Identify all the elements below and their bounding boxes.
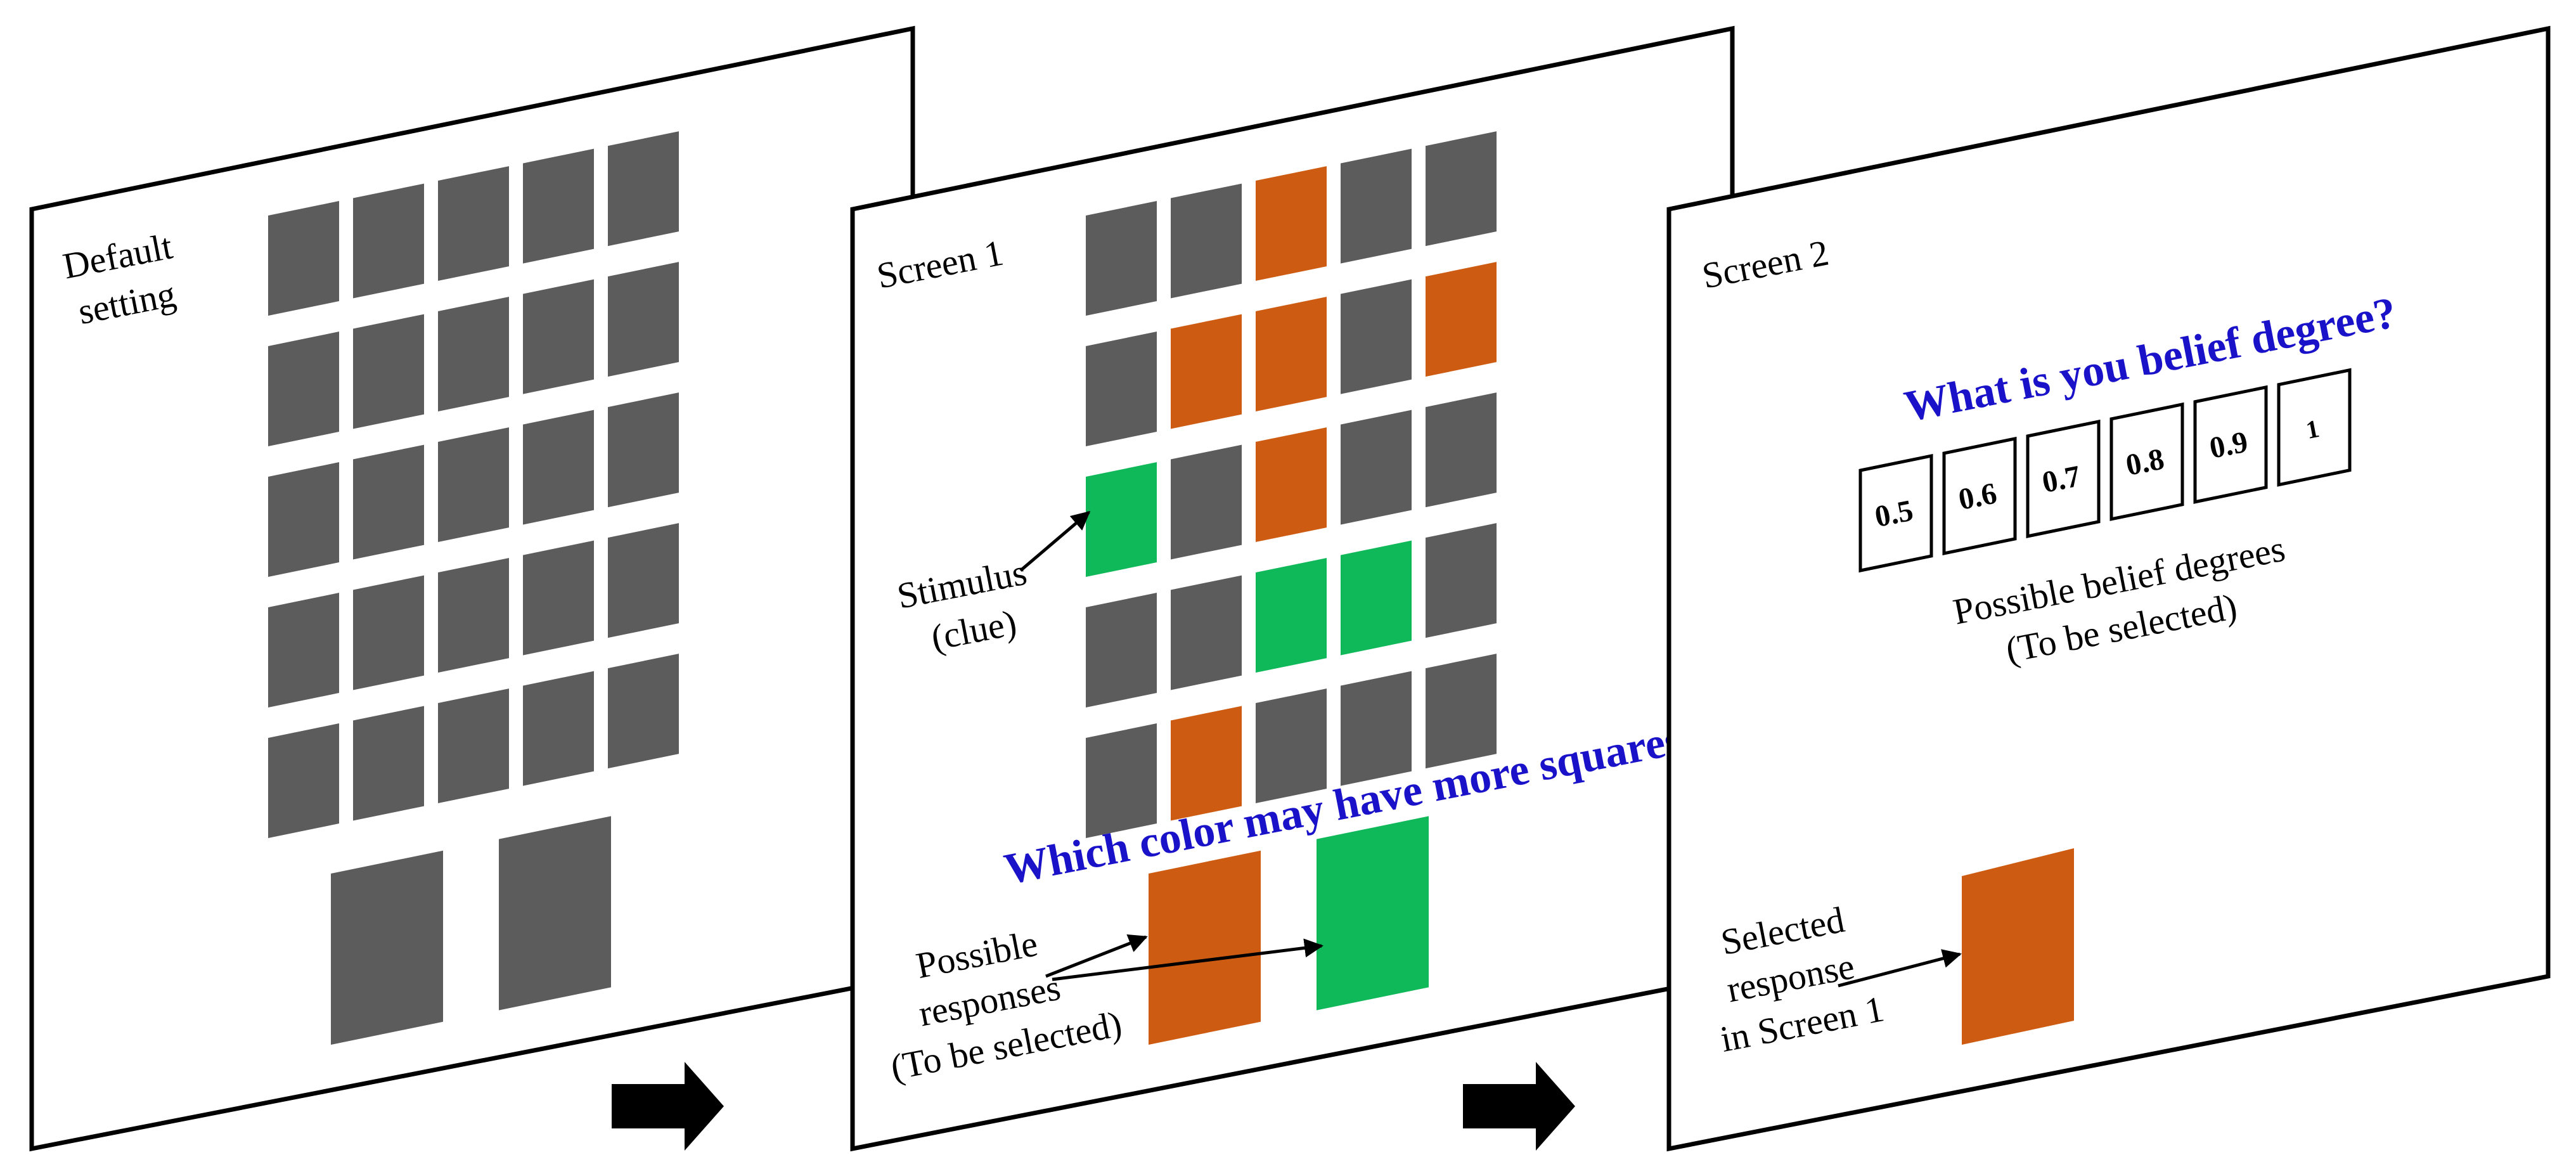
grid-square-gray (1086, 593, 1157, 707)
grid-square-gray (608, 392, 679, 508)
response-square-gray (331, 850, 443, 1045)
grid-square-gray (1426, 654, 1497, 769)
grid-square-gray (353, 706, 424, 821)
grid-square-gray (523, 410, 594, 525)
grid-square-gray (523, 540, 594, 656)
grid-square-orange (1256, 427, 1327, 543)
selected-response-pointer-arrow (1838, 949, 1962, 988)
response-square-orange (1149, 850, 1261, 1045)
belief-option-0.5[interactable]: 0.5 (1858, 453, 1933, 573)
belief-option-box (2109, 402, 2184, 521)
grid-square-gray (1341, 148, 1412, 264)
grid-square-gray (268, 723, 339, 838)
grid-square-gray (268, 201, 339, 316)
grid-square-gray (268, 593, 339, 707)
stimulus-pointer-arrow (1019, 511, 1091, 572)
grid-square-gray (438, 297, 509, 412)
grid-square-gray (608, 131, 679, 247)
grid-square-gray (438, 558, 509, 673)
belief-option-label: 0.7 (2040, 459, 2083, 499)
grid-square-green (1256, 558, 1327, 673)
grid-square-gray (523, 279, 594, 394)
grid-square-gray (523, 148, 594, 264)
default-grid (268, 131, 679, 838)
grid-square-gray (1086, 723, 1157, 838)
next-arrow-1 (612, 1062, 724, 1151)
screen1-grid (1086, 131, 1497, 838)
grid-square-gray (608, 654, 679, 769)
grid-square-gray (438, 688, 509, 804)
grid-square-gray (1171, 183, 1242, 299)
grid-square-gray (1341, 671, 1412, 786)
grid-square-gray (1256, 688, 1327, 804)
responses-pointer-arrow-green (1052, 938, 1323, 981)
grid-square-green (1341, 540, 1412, 656)
selected-response-square (1962, 848, 2074, 1045)
grid-square-orange (1171, 706, 1242, 821)
grid-square-gray (438, 427, 509, 543)
grid-square-gray (1341, 410, 1412, 525)
belief-option-0.8[interactable]: 0.8 (2109, 402, 2184, 521)
grid-square-gray (608, 262, 679, 377)
grid-square-gray (353, 575, 424, 690)
grid-square-gray (1426, 523, 1497, 638)
belief-option-label: 0.8 (2123, 442, 2167, 482)
belief-option-0.6[interactable]: 0.6 (1942, 436, 2017, 556)
screen1-response-options (1149, 816, 1429, 1045)
belief-degree-options: 0.5 0.6 0.7 0.8 0.9 1 (1858, 368, 2352, 573)
default-response-options (331, 816, 611, 1045)
belief-option-0.9[interactable]: 0.9 (2193, 385, 2268, 504)
grid-square-gray (268, 462, 339, 577)
grid-square-gray (268, 332, 339, 446)
belief-option-box (1942, 436, 2017, 556)
belief-option-box (2277, 368, 2352, 487)
belief-option-box (2026, 419, 2101, 538)
grid-square-gray (438, 166, 509, 281)
grid-square-gray (353, 444, 424, 560)
belief-option-box (1858, 453, 1933, 573)
grid-square-gray (1086, 201, 1157, 316)
response-square-green (1317, 816, 1429, 1011)
grid-square-gray (353, 314, 424, 429)
grid-square-gray (1426, 131, 1497, 247)
grid-square-gray (1341, 279, 1412, 394)
grid-square-orange (1256, 166, 1327, 281)
belief-option-label: 0.5 (1872, 494, 1916, 534)
grid-square-gray (353, 183, 424, 299)
grid-square-gray (1171, 444, 1242, 560)
response-square-gray (499, 816, 611, 1011)
grid-square-gray (1171, 575, 1242, 690)
belief-option-label: 0.9 (2207, 425, 2251, 465)
grid-square-gray (1086, 332, 1157, 446)
belief-option-box (2193, 385, 2268, 504)
belief-option-1[interactable]: 1 (2277, 368, 2352, 487)
panel-screen-1: Screen 1 Which color may have more squar… (850, 25, 1735, 1152)
belief-option-label: 0.6 (1956, 477, 2000, 517)
grid-square-orange (1256, 297, 1327, 412)
grid-square-gray (1426, 392, 1497, 508)
belief-option-0.7[interactable]: 0.7 (2026, 419, 2101, 538)
grid-square-green (1086, 462, 1157, 577)
grid-square-gray (523, 671, 594, 786)
responses-pointer-arrow-orange (1045, 934, 1148, 978)
panel-default-setting: Default setting (29, 25, 915, 1152)
next-arrow-2 (1463, 1062, 1575, 1151)
grid-square-orange (1171, 314, 1242, 429)
grid-square-orange (1426, 262, 1497, 377)
grid-square-gray (608, 523, 679, 638)
